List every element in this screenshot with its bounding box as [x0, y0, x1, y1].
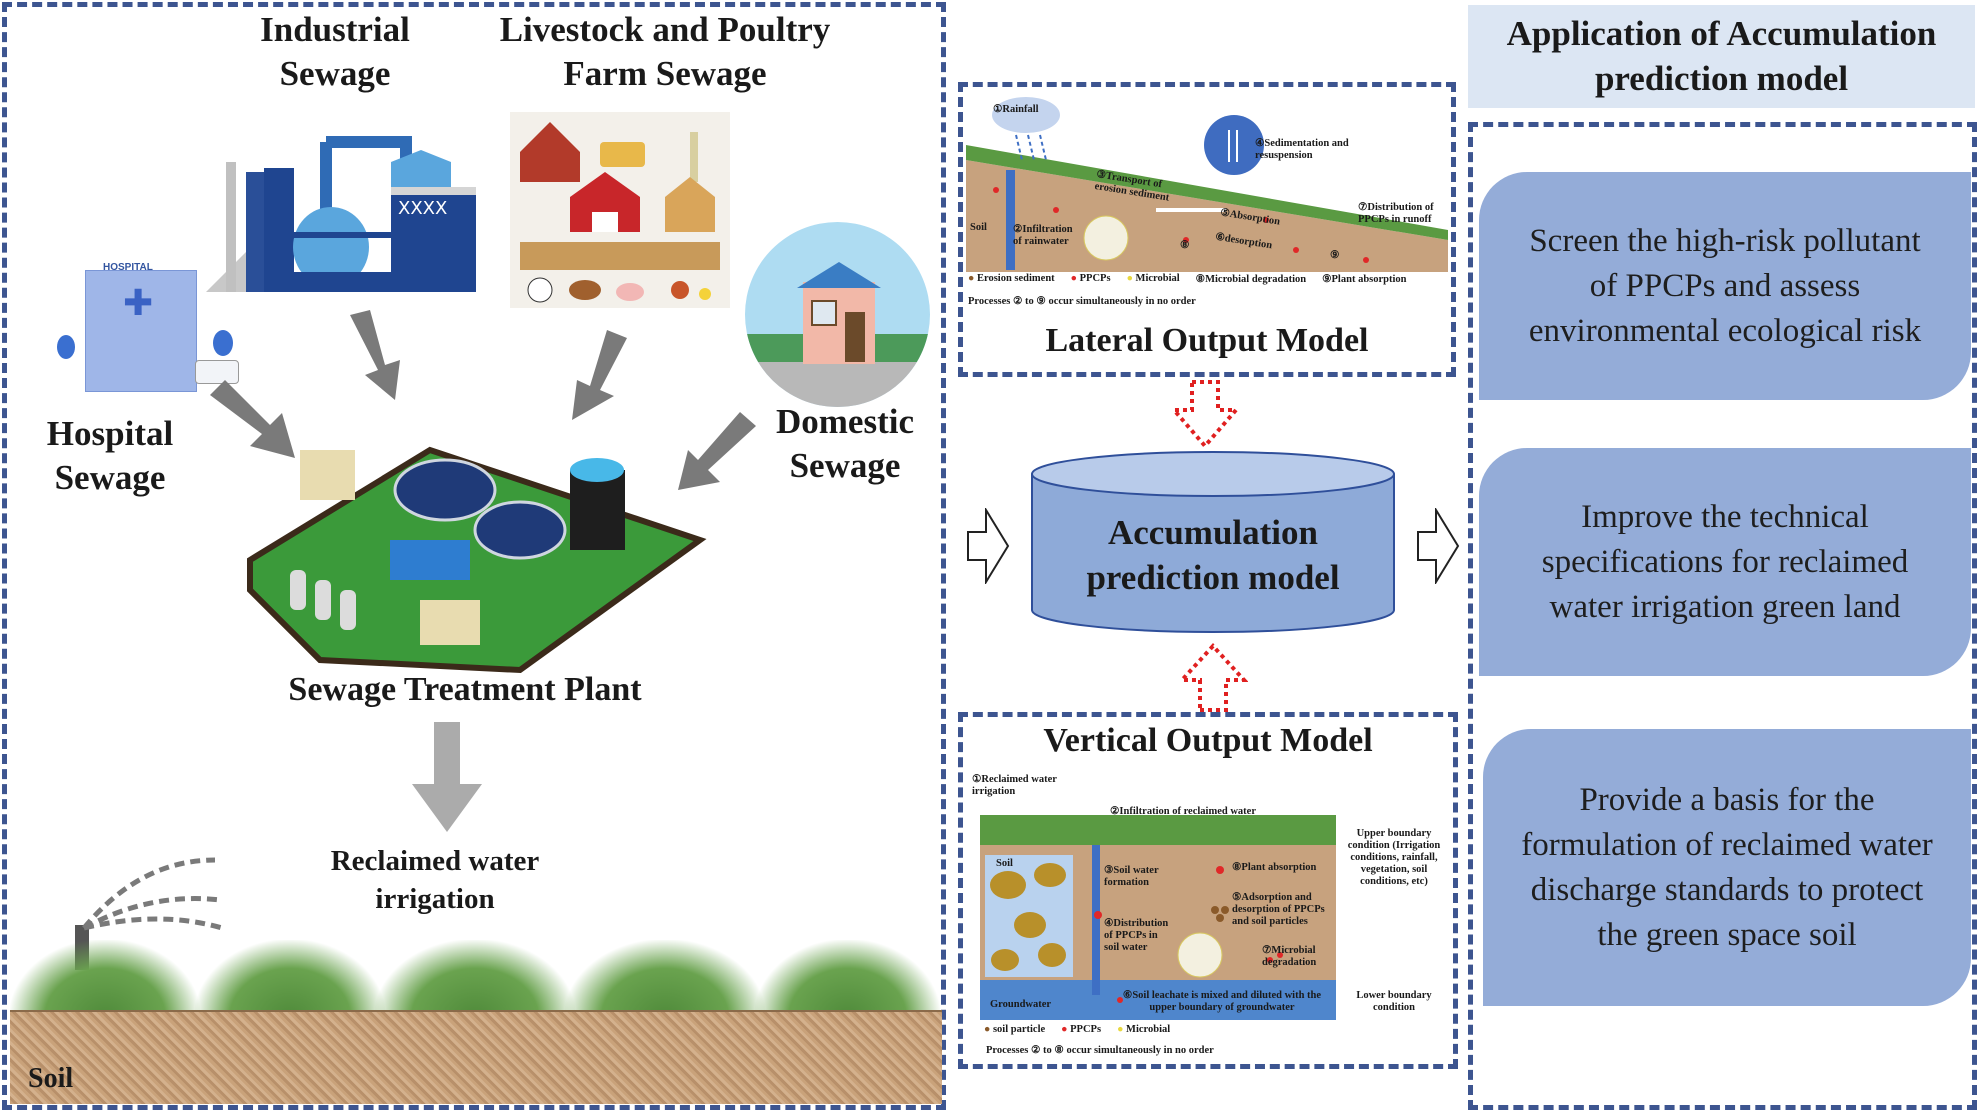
- marker-9: ⑨: [1330, 250, 1340, 261]
- plant-label: Sewage Treatment Plant: [288, 671, 642, 708]
- vertical-note: Processes ② to ⑧ occur simultaneously in…: [986, 1045, 1214, 1056]
- up-dotted-arrow-icon: [1178, 643, 1248, 712]
- vertical-profile-diagram: [980, 815, 1336, 1020]
- legend-ppcps: ● PPCPs: [1061, 1024, 1102, 1035]
- legend-microbial-degradation: ⑧Microbial degradation: [1195, 274, 1307, 285]
- application-card-text: Improve the technical specifications for…: [1541, 498, 1909, 625]
- legend-ppcps: ● PPCPs: [1070, 273, 1111, 284]
- application-panel: [1468, 122, 1977, 1110]
- microbial-degradation-label: ⑦Microbial degradation: [1262, 945, 1317, 968]
- sources-panel: [2, 2, 946, 1110]
- infiltration-rainwater-label: ②Infiltration of rainwater: [1013, 224, 1073, 247]
- groundwater-label: Groundwater: [990, 999, 1052, 1010]
- legend-plant-absorption: ⑨Plant absorption: [1322, 274, 1407, 285]
- grass-clump: [195, 940, 385, 1018]
- treatment-plant-icon: [247, 446, 707, 674]
- lateral-output-model-box: [958, 82, 1456, 377]
- svg-text:XXXX: XXXX: [398, 198, 447, 219]
- vertical-output-model-box: [958, 712, 1458, 1069]
- legend-erosion-sediment: ● Erosion sediment: [968, 273, 1055, 284]
- legend-microbial: ● Microbial: [1126, 273, 1180, 284]
- accumulation-model-cylinder: [1031, 451, 1395, 633]
- livestock-sewage-label: Livestock and Poultry Farm Sewage: [499, 10, 831, 93]
- accumulation-model-label: Accumulation prediction model: [1086, 513, 1340, 597]
- adsorption-desorption-label: ⑤Adsorption and desorption of PPCPs and …: [1232, 892, 1325, 927]
- upper-boundary-label: Upper boundary condition (Irrigation con…: [1347, 828, 1441, 887]
- marker-8: ⑧: [1180, 240, 1190, 251]
- down-dotted-arrow-icon: [1170, 380, 1240, 450]
- plant-absorption-label: ⑧Plant absorption: [1232, 862, 1317, 873]
- leachate-label: ⑥Soil leachate is mixed and diluted with…: [1122, 990, 1322, 1013]
- vertical-soil-label: Soil: [996, 858, 1013, 869]
- sedimentation-label: ④Sedimentation and resuspension: [1255, 138, 1349, 161]
- grass-clump: [565, 940, 765, 1018]
- soil-water-formation-label: ③Soil water formation: [1104, 865, 1159, 888]
- application-title: Application of Accumulation prediction m…: [1506, 14, 1937, 98]
- factory-icon: XXXX: [206, 136, 476, 292]
- farm-icon: [510, 112, 730, 308]
- irrigation-label: Reclaimed water irrigation: [330, 845, 540, 915]
- distribution-runoff-label: ⑦Distribution of PPCPs in runoff: [1358, 202, 1434, 225]
- plant-to-irrigation-arrow: [412, 722, 482, 832]
- input-arrow-icon: [967, 508, 1010, 584]
- output-arrow-icon: [1417, 508, 1460, 584]
- grass-clump: [755, 940, 940, 1018]
- legend-soil-particle: ● soil particle: [984, 1024, 1046, 1035]
- vertical-model-title: Vertical Output Model: [1043, 722, 1373, 759]
- industrial-to-plant-arrow: [350, 310, 400, 400]
- rainfall-label: ①Rainfall: [993, 104, 1039, 115]
- application-card-standards: Provide a basis for the formulation of r…: [1483, 729, 1971, 1006]
- lower-boundary-label: Lower boundary condition: [1356, 990, 1432, 1013]
- vertical-infiltration-label: ②Infiltration of reclaimed water: [1110, 806, 1256, 817]
- hospital-sewage-label: Hospital Sewage: [46, 414, 174, 497]
- lateral-model-title: Lateral Output Model: [1045, 322, 1369, 359]
- domestic-sewage-label: Domestic Sewage: [775, 402, 914, 485]
- house-icon: [745, 222, 930, 407]
- hospital-sign: HOSPITAL: [103, 262, 153, 273]
- grass-clump: [10, 940, 200, 1018]
- soil-layer: [10, 1010, 942, 1104]
- legend-microbial: ● Microbial: [1117, 1024, 1171, 1035]
- application-card-text: Provide a basis for the formulation of r…: [1521, 781, 1933, 953]
- grass-clump: [375, 940, 575, 1018]
- vertical-irrigation-label: ①Reclaimed water irrigation: [972, 774, 1057, 797]
- lateral-legend: ● Erosion sediment ● PPCPs ● Microbial ⑧…: [968, 273, 1448, 285]
- ppcps-distribution-label: ④Distribution of PPCPs in soil water: [1104, 918, 1169, 953]
- domestic-to-plant-arrow: [678, 412, 756, 490]
- lateral-note: Processes ② to ⑨ occur simultaneously in…: [968, 296, 1196, 307]
- lateral-slope-diagram: [966, 97, 1448, 272]
- farm-to-plant-arrow: [572, 330, 627, 420]
- lateral-soil-label: Soil: [970, 222, 987, 233]
- hospital-to-plant-arrow: [210, 380, 295, 458]
- application-card-risk: Screen the high-risk pollutant of PPCPs …: [1479, 172, 1971, 400]
- hospital-icon: HOSPITAL ✚: [45, 260, 239, 400]
- application-header: Application of Accumulation prediction m…: [1468, 5, 1975, 108]
- application-card-text: Screen the high-risk pollutant of PPCPs …: [1528, 222, 1922, 349]
- vertical-legend: ● soil particle ● PPCPs ● Microbial: [984, 1024, 1170, 1035]
- application-card-specifications: Improve the technical specifications for…: [1479, 448, 1971, 676]
- soil-label: Soil: [28, 1063, 74, 1094]
- industrial-sewage-label: Industrial Sewage: [260, 10, 410, 93]
